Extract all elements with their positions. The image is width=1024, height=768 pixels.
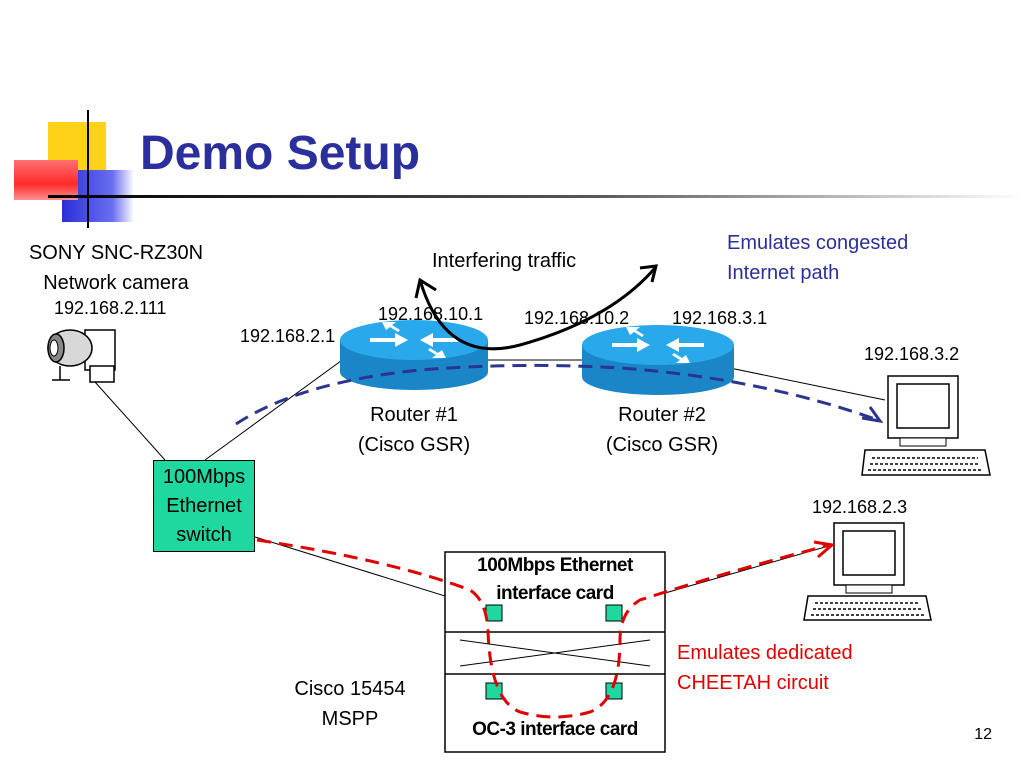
router1-label-line1: Router #1 (370, 404, 458, 426)
mspp-label: Cisco 15454 MSPP (270, 674, 430, 734)
camera-ip: 192.168.2.111 (54, 298, 167, 318)
interfering-traffic-label: Interfering traffic (432, 250, 577, 272)
mspp-label-line1: Cisco 15454 (294, 678, 406, 700)
ethernet-card-line1: 100Mbps Ethernet (477, 555, 633, 576)
camera-name-line2: Network camera (43, 272, 189, 294)
router-1-icon (340, 320, 488, 390)
congested-note-line2: Internet path (727, 262, 840, 284)
host-bottom-ip: 192.168.2.3 (812, 497, 908, 517)
router2-label: Router #2 (Cisco GSR) (582, 400, 742, 460)
switch-line3: switch (176, 524, 232, 546)
router2-label-line2: (Cisco GSR) (605, 434, 719, 456)
mspp-chassis (444, 551, 666, 753)
router1-ip-right: 192.168.10.1 (378, 304, 484, 324)
router-arrows-icon (370, 322, 458, 358)
page-number: 12 (974, 726, 992, 743)
oc3-card-label: OC-3 interface card (472, 719, 638, 740)
congested-path (235, 363, 884, 426)
dedicated-circuit-path (256, 538, 836, 719)
router2-label-line1: Router #2 (618, 404, 706, 426)
link-switch-router1 (204, 357, 346, 461)
dedicated-note-line2: CHEETAH circuit (677, 672, 829, 694)
switch-line2: Ethernet (166, 495, 242, 517)
link-camera-switch (94, 381, 166, 461)
router1-ip-left: 192.168.2.1 (240, 326, 336, 346)
interfering-traffic-arrow (414, 264, 658, 351)
camera-name: SONY SNC-RZ30N Network camera (6, 238, 226, 298)
computer-icon-top (861, 375, 991, 476)
dedicated-note-line1: Emulates dedicated (677, 642, 853, 664)
red-square (14, 160, 78, 200)
slide-title: Demo Setup (140, 127, 421, 180)
ethernet-switch: 100Mbps Ethernet switch (153, 460, 255, 552)
mspp-label-line2: MSPP (321, 708, 379, 730)
router-arrows-icon (612, 327, 704, 363)
dedicated-note: Emulates dedicated CHEETAH circuit (677, 638, 853, 698)
ethernet-card-label: 100Mbps Ethernet interface card (445, 552, 665, 608)
router1-label-line2: (Cisco GSR) (357, 434, 471, 456)
router2-ip-right: 192.168.3.1 (672, 308, 768, 328)
camera-name-line1: SONY SNC-RZ30N (28, 242, 204, 264)
congested-note-line1: Emulates congested (727, 232, 909, 254)
router1-label: Router #1 (Cisco GSR) (334, 400, 494, 460)
router2-ip-left: 192.168.10.2 (524, 308, 630, 328)
header-rule (48, 195, 1024, 198)
switch-line1: 100Mbps (162, 466, 246, 488)
congested-note: Emulates congested Internet path (727, 228, 908, 288)
computer-icon-bottom (803, 522, 932, 621)
router-2-icon (582, 325, 734, 395)
host-top-ip: 192.168.3.2 (864, 344, 960, 364)
ethernet-card-line2: interface card (496, 583, 614, 604)
link-router2-host (729, 367, 886, 401)
camera-icon (47, 329, 116, 383)
